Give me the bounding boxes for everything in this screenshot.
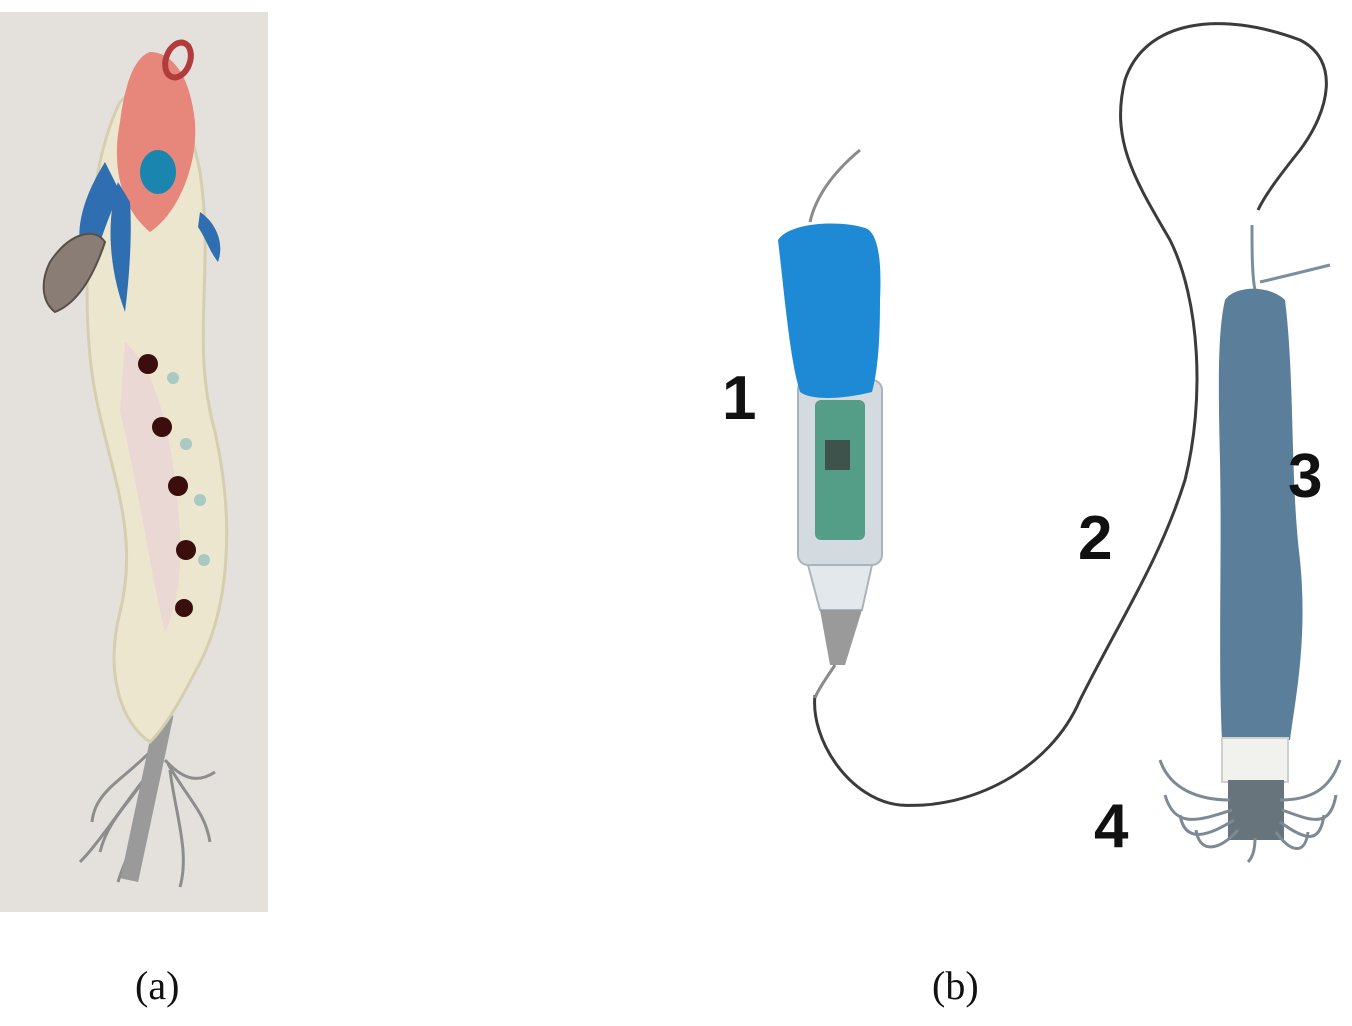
label-weight: 3 [1288, 442, 1323, 511]
body-tint [120, 342, 181, 632]
squid-jig-illustration [0, 12, 268, 912]
squid-jig-photo [0, 12, 268, 912]
weight-body [1218, 288, 1303, 740]
weight-band [1221, 737, 1289, 783]
light-clip [820, 610, 862, 665]
light-assembly-photo [640, 0, 1352, 900]
light-taper [806, 564, 874, 611]
label-wire: 2 [1078, 504, 1113, 573]
leader-wire [813, 22, 1328, 807]
light-bottom-wire [813, 664, 837, 699]
weight-top-wire [1250, 224, 1331, 291]
body-spots-light [167, 372, 210, 566]
light-top-wire [808, 148, 861, 223]
line-eyelet [162, 39, 194, 81]
light-assembly-illustration [778, 22, 1342, 864]
jig-head [116, 52, 196, 232]
caption-a: (a) [135, 963, 180, 1008]
label-light: 1 [722, 364, 757, 433]
light-cap [778, 223, 881, 398]
hook-shank [120, 711, 174, 883]
jig-eye [140, 150, 176, 194]
label-hooks: 4 [1094, 792, 1129, 861]
weight-hooks [1158, 759, 1342, 864]
caption-b: (b) [932, 963, 979, 1008]
circuit-chip [825, 440, 850, 470]
sinker-plate [42, 232, 107, 314]
body-spots [138, 354, 196, 617]
